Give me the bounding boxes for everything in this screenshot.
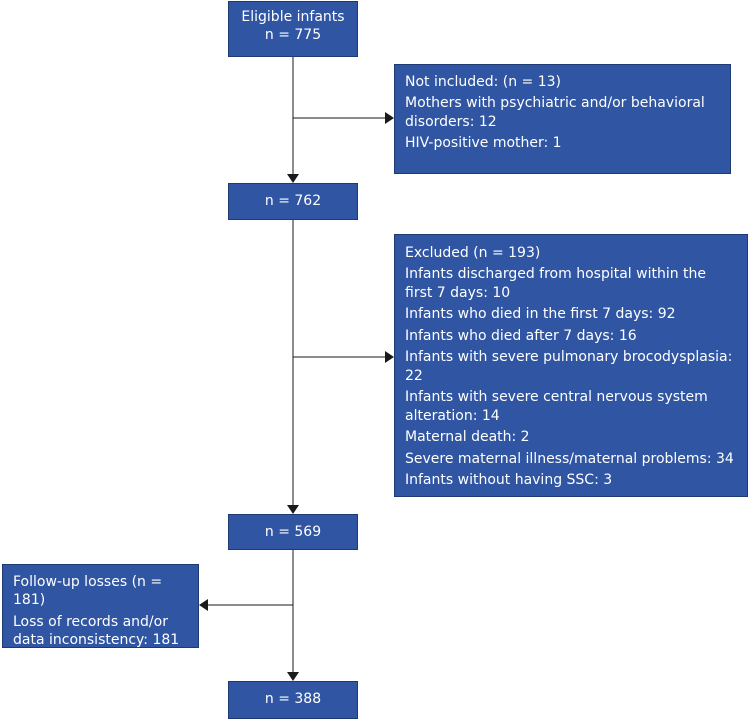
excluded-title: Excluded (n = 193): [405, 245, 541, 261]
excluded-item: Infants with severe central nervous syst…: [405, 389, 708, 424]
arrow-head-to-388: [287, 672, 299, 681]
arrow-head-to-follow-up: [199, 599, 208, 611]
eligible-infants-count: n = 775: [264, 27, 322, 44]
excluded-item: Infants with severe pulmonary brocodyspl…: [405, 349, 733, 384]
not-included-item: HIV-positive mother: 1: [405, 135, 562, 152]
arrow-head-to-762: [287, 174, 299, 183]
not-included-item: Mothers with psychiatric and/or behavior…: [405, 95, 705, 130]
stage-569-count: n = 569: [264, 524, 322, 540]
arrow-head-to-not-included: [385, 112, 394, 124]
follow-up-losses-title: Follow-up losses (n = 181): [13, 574, 163, 609]
follow-up-losses-box: Follow-up losses (n = 181) Loss of recor…: [2, 564, 199, 648]
eligible-infants-title: Eligible infants: [241, 9, 345, 25]
excluded-item: Infants discharged from hospital within …: [405, 266, 707, 301]
follow-up-losses-item: Loss of records and/or data inconsistenc…: [13, 613, 180, 649]
final-388-box: n = 388: [228, 681, 358, 719]
not-included-box: Not included: (n = 13) Mothers with psyc…: [394, 64, 731, 174]
final-388-count: n = 388: [264, 691, 322, 707]
arrow-head-to-569: [287, 505, 299, 514]
excluded-item: Infants who died in the first 7 days: 92: [405, 306, 676, 323]
eligible-infants-box: Eligible infants n = 775: [228, 1, 358, 57]
excluded-item: Infants without having SSC: 3: [405, 472, 613, 489]
excluded-item: Severe maternal illness/maternal problem…: [405, 450, 734, 467]
excluded-item: Infants who died after 7 days: 16: [405, 327, 637, 344]
stage-762-count: n = 762: [264, 193, 322, 209]
excluded-box: Excluded (n = 193) Infants discharged fr…: [394, 234, 748, 497]
not-included-title: Not included: (n = 13): [405, 74, 561, 90]
excluded-item: Maternal death: 2: [405, 429, 530, 446]
stage-569-box: n = 569: [228, 514, 358, 550]
arrow-head-to-excluded: [385, 351, 394, 363]
stage-762-box: n = 762: [228, 183, 358, 220]
